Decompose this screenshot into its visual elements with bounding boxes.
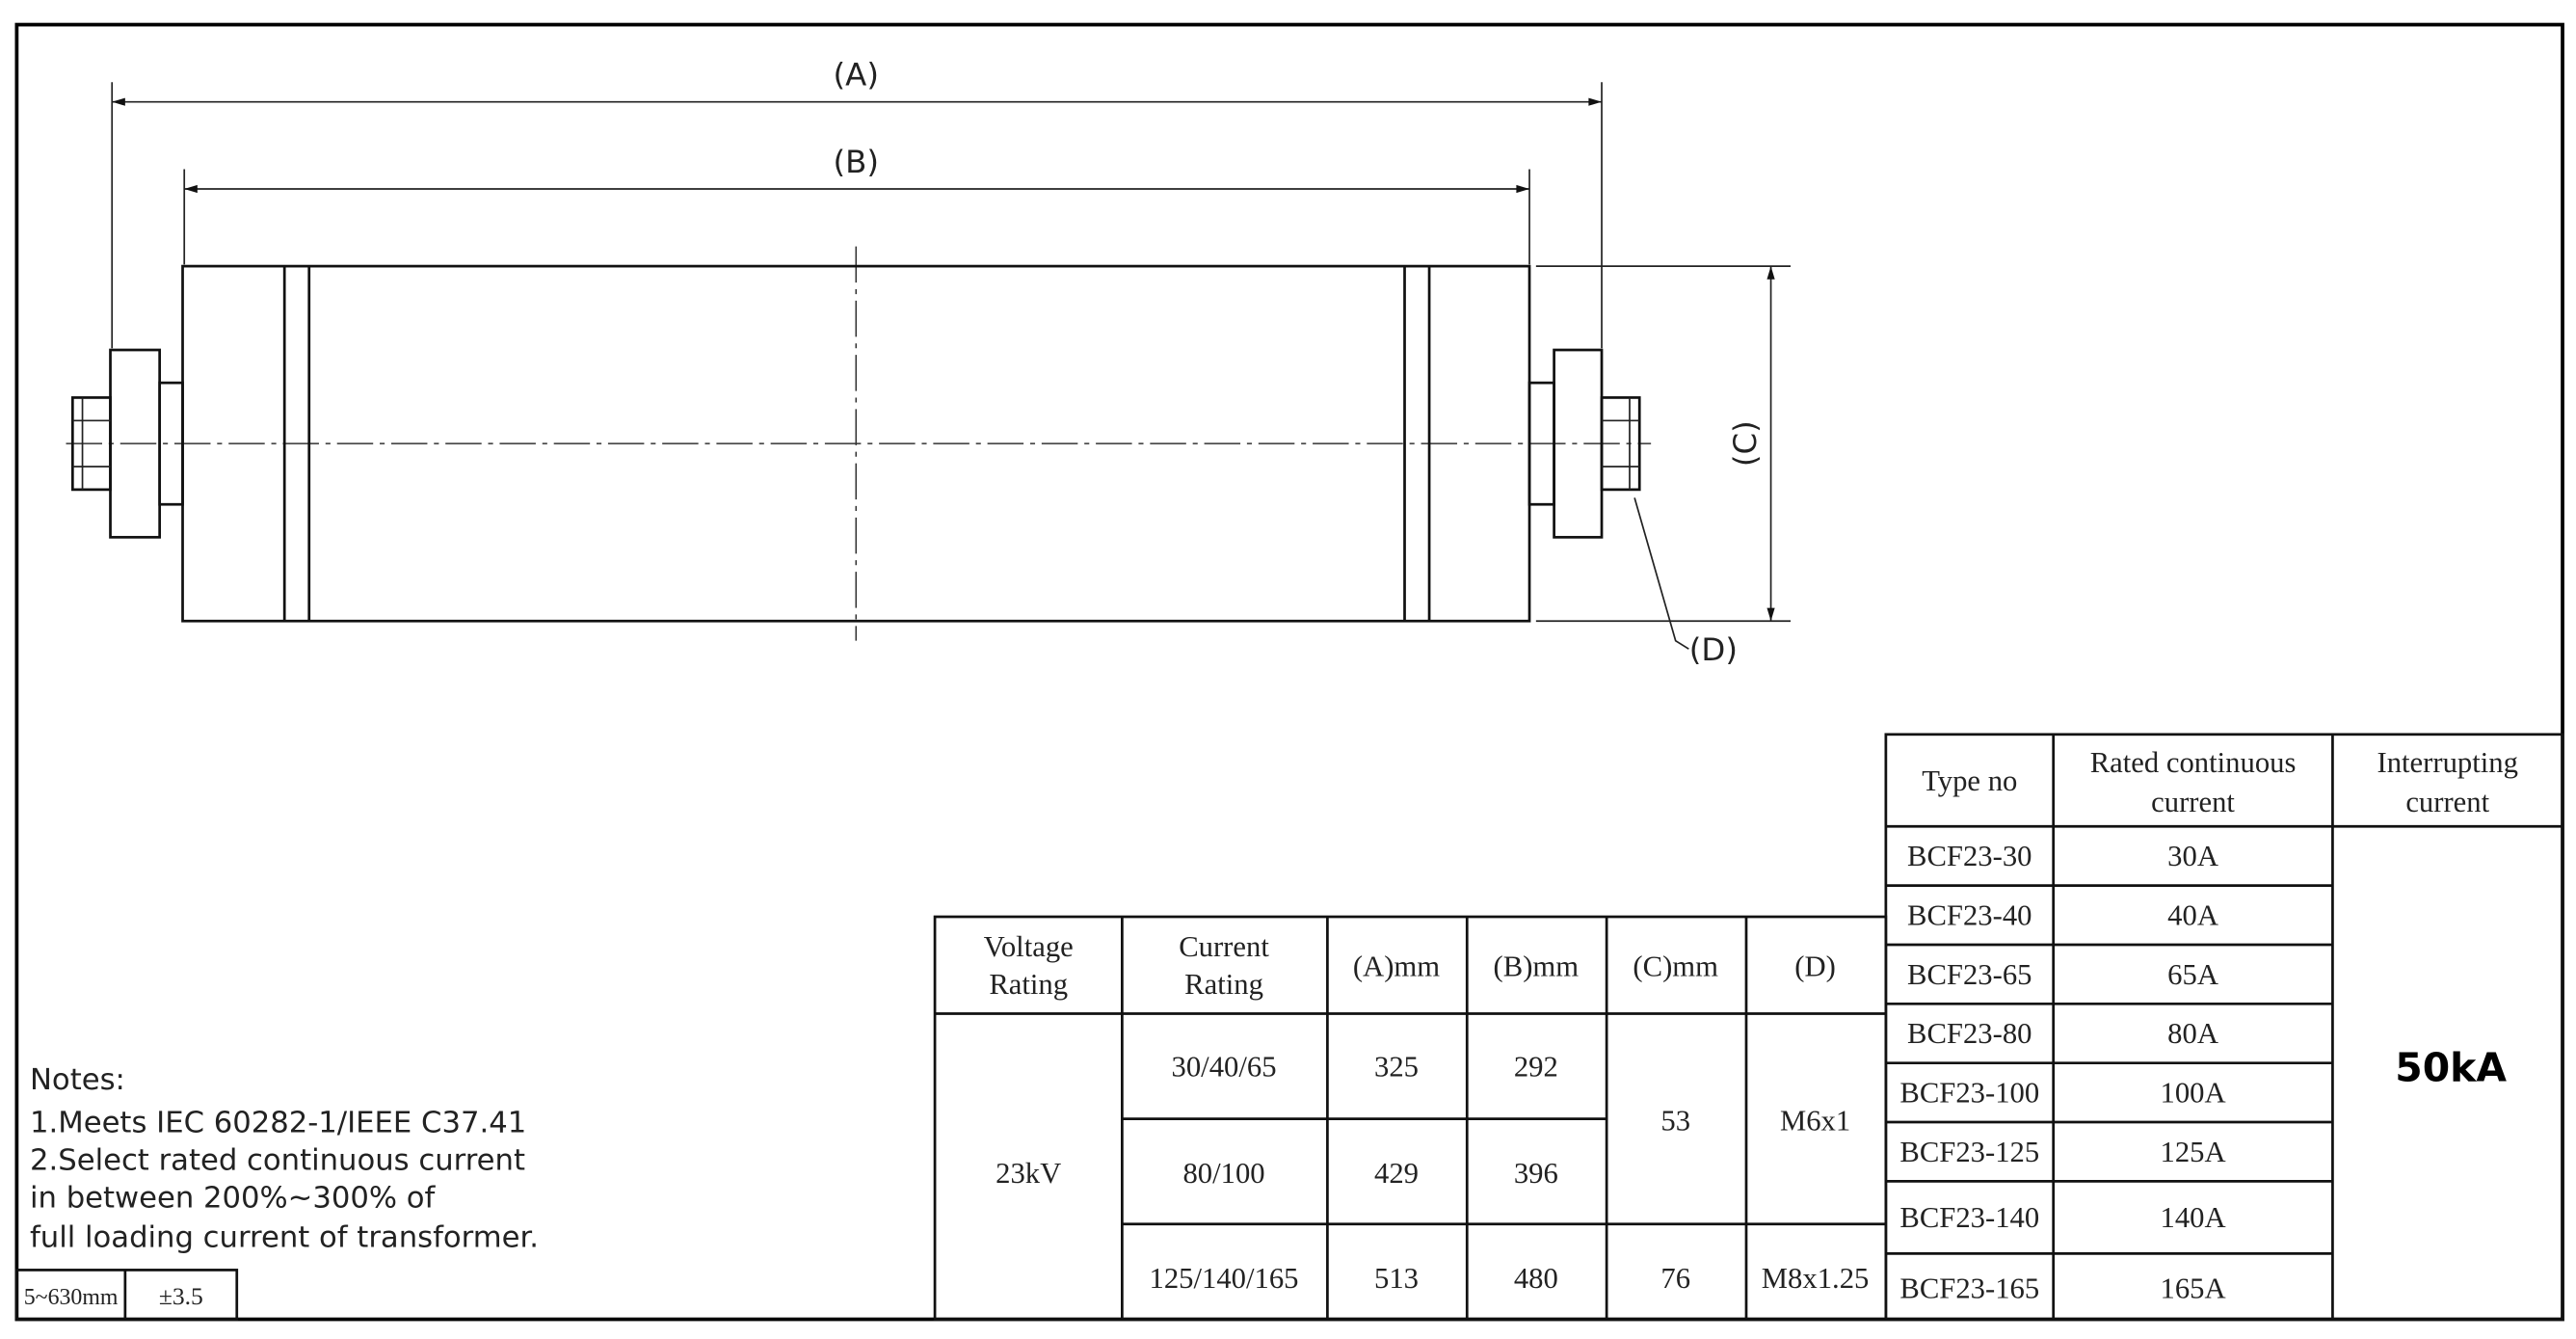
fuse-body-drawing	[66, 246, 1652, 641]
note-line: 1.Meets IEC 60282-1/IEEE C37.41	[30, 1106, 526, 1139]
a-cell: 429	[1374, 1157, 1419, 1190]
dim-c-label: (C)	[1727, 420, 1764, 467]
notes-title: Notes:	[30, 1063, 125, 1097]
type-cell: BCF23-30	[1907, 840, 2032, 872]
header-d: (D)	[1794, 950, 1836, 982]
dimension-c: (C)	[1535, 265, 1792, 623]
d-cell: M6x1	[1780, 1105, 1850, 1138]
header-voltage: Voltage	[984, 930, 1074, 963]
current-cell: 80/100	[1182, 1157, 1264, 1190]
note-line: in between 200%~300% of	[30, 1182, 436, 1216]
type-cell: BCF23-65	[1907, 958, 2032, 991]
type-table: Type no Rated continuous current Interru…	[1884, 733, 2564, 1321]
rated-cell: 100A	[2161, 1077, 2226, 1110]
header-type: Type no	[1922, 764, 2017, 797]
b-cell: 480	[1514, 1262, 1558, 1295]
tolerance-range: 5~630mm	[24, 1285, 119, 1310]
header-interrupting: Interrupting	[2377, 746, 2518, 779]
b-cell: 396	[1514, 1157, 1558, 1190]
current-cell: 30/40/65	[1172, 1050, 1277, 1083]
type-cell: BCF23-125	[1899, 1136, 2039, 1168]
type-cell: BCF23-80	[1907, 1017, 2032, 1050]
header-current: Current	[1179, 930, 1269, 963]
dimension-d: (D)	[1633, 497, 1738, 668]
note-line: full loading current of transformer.	[30, 1221, 539, 1255]
a-cell: 325	[1374, 1050, 1419, 1083]
b-cell: 292	[1514, 1050, 1558, 1083]
note-line: 2.Select rated continuous current	[30, 1143, 525, 1177]
right-end-cap	[1527, 348, 1641, 539]
type-cell: BCF23-140	[1899, 1201, 2039, 1234]
dim-b-label: (B)	[834, 144, 879, 180]
dimension-table: Voltage Rating Current Rating (A)mm (B)m…	[933, 915, 1888, 1321]
notes: Notes: 1.Meets IEC 60282-1/IEEE C37.41 2…	[30, 1063, 539, 1255]
header-voltage: Rating	[989, 968, 1068, 1001]
left-end-cap	[70, 348, 184, 539]
type-cell: BCF23-100	[1899, 1077, 2039, 1110]
voltage-cell: 23kV	[996, 1157, 1061, 1190]
rated-cell: 65A	[2167, 958, 2218, 991]
a-cell: 513	[1374, 1262, 1419, 1295]
header-rated: Rated continuous	[2090, 746, 2297, 779]
dim-d-label: (D)	[1689, 631, 1738, 668]
interrupting-value: 50kA	[2395, 1044, 2507, 1090]
header-current: Rating	[1184, 968, 1263, 1001]
current-cell: 125/140/165	[1150, 1262, 1299, 1295]
type-cell: BCF23-165	[1899, 1272, 2039, 1304]
rated-cell: 125A	[2161, 1136, 2226, 1168]
c-cell: 53	[1660, 1105, 1690, 1138]
dim-a-label: (A)	[834, 57, 879, 94]
rated-cell: 30A	[2167, 840, 2218, 872]
header-b: (B)mm	[1494, 950, 1580, 982]
tolerance-box: 5~630mm ±3.5	[15, 1269, 239, 1321]
header-rated: current	[2151, 786, 2235, 818]
c-cell: 76	[1660, 1262, 1690, 1295]
dimension-b: (B)	[183, 144, 1530, 265]
d-cell: M8x1.25	[1762, 1262, 1870, 1295]
dimension-a: (A)	[111, 57, 1603, 349]
header-a: (A)mm	[1353, 950, 1440, 982]
rated-cell: 140A	[2161, 1201, 2226, 1234]
rated-cell: 80A	[2167, 1017, 2218, 1050]
rated-cell: 165A	[2161, 1272, 2226, 1304]
tolerance-value: ±3.5	[159, 1282, 203, 1310]
type-cell: BCF23-40	[1907, 899, 2032, 932]
header-c: (C)mm	[1633, 950, 1718, 982]
rated-cell: 40A	[2167, 899, 2218, 932]
header-interrupting: current	[2405, 786, 2489, 818]
